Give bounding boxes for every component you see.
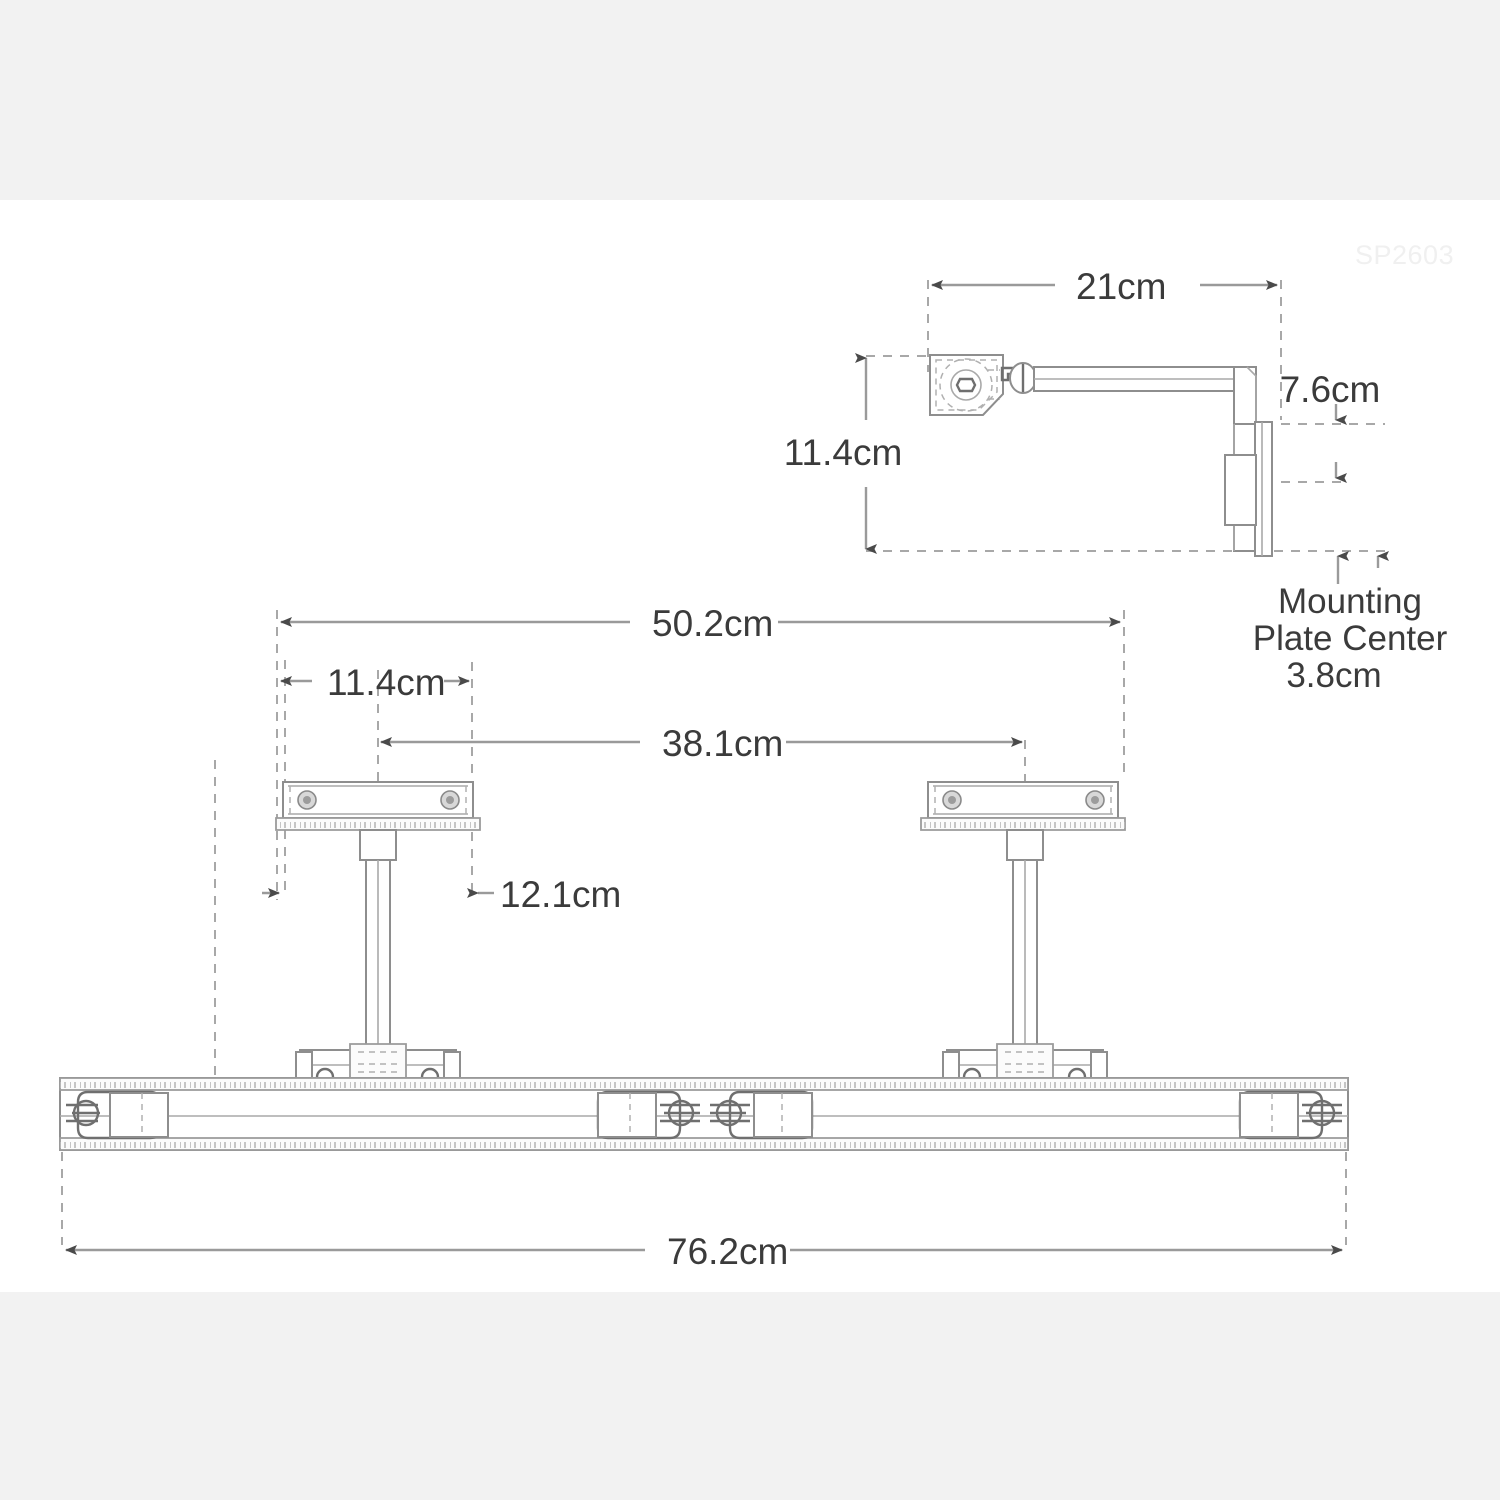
main-view-group: 50.2cm 11.4cm 38.1cm 12.1cm	[59, 603, 1349, 1272]
top-letterbox-band	[0, 0, 1500, 200]
dimension-label-arm-reach: 21cm	[1076, 266, 1166, 307]
wall-bracket-part	[929, 354, 1004, 416]
dimension-pole-spread-inner: 38.1cm	[380, 723, 1023, 764]
right-mount-assembly	[920, 781, 1126, 1087]
mounting-plate-part	[1224, 421, 1273, 557]
mounting-plate-center-line2: Plate Center	[1253, 619, 1448, 658]
dimension-plate-offset: 7.6cm	[1280, 369, 1381, 483]
dimension-plate-width: 12.1cm	[262, 874, 621, 915]
rail-clamp-inner-right	[710, 1090, 814, 1140]
horizontal-rail	[59, 1077, 1349, 1151]
dimension-label-plate-width: 12.1cm	[500, 874, 621, 915]
watermark-label: SP2603	[1355, 240, 1454, 270]
arm-pivot-joint	[1000, 362, 1037, 394]
dimension-label-pole-spread-outer: 50.2cm	[652, 603, 773, 644]
dimension-pole-spread-outer: 50.2cm	[280, 603, 1121, 644]
dimension-label-pole-spread-inner: 38.1cm	[662, 723, 783, 764]
top-view-group: 21cm 11.4cm 7.6cm Mounting Plate Center	[784, 266, 1448, 695]
dimension-arm-reach: 21cm	[931, 266, 1278, 307]
dimension-label-left-offset: 11.4cm	[327, 662, 446, 703]
rail-clamp-right-end	[1238, 1090, 1342, 1140]
mounting-plate-center-line1: Mounting	[1278, 582, 1422, 621]
rail-clamp-left-end	[66, 1090, 169, 1140]
mounting-plate-center-leader	[1336, 551, 1389, 584]
mounting-plate-center-line3: 3.8cm	[1286, 656, 1381, 695]
left-mount-assembly	[275, 781, 481, 1087]
left-pole-collar	[359, 829, 397, 861]
dimension-label-plate-offset: 7.6cm	[1280, 369, 1381, 410]
bottom-letterbox-band	[0, 1292, 1500, 1500]
rail-clamp-inner-left	[596, 1090, 700, 1140]
dimension-rail-length: 76.2cm	[65, 1231, 1343, 1272]
dimension-bracket-height: 11.4cm	[784, 353, 903, 554]
dimension-label-rail-length: 76.2cm	[667, 1231, 788, 1272]
dimension-left-offset: 11.4cm	[280, 662, 470, 703]
dimension-label-bracket-height: 11.4cm	[784, 432, 903, 473]
right-pole-collar	[1006, 829, 1044, 861]
extension-arm-part	[1033, 366, 1257, 552]
